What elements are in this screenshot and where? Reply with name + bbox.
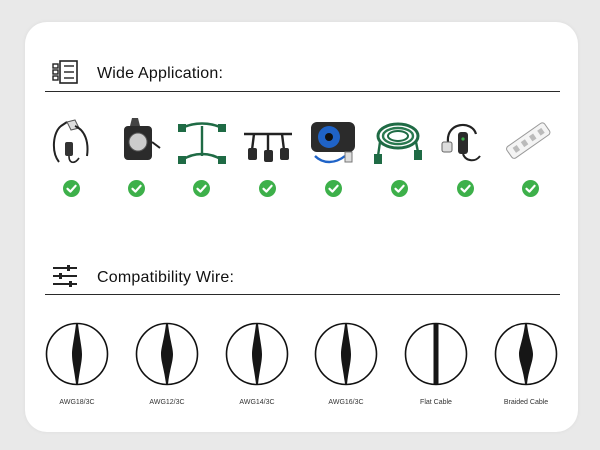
- wire-label: AWG18/3C: [59, 399, 95, 406]
- check-icon: [259, 180, 276, 197]
- check-icon: [522, 180, 539, 197]
- wire-braided-cable-image: [494, 322, 558, 386]
- wire-label: AWG14/3C: [239, 399, 275, 406]
- green-extension-cord-image: [374, 122, 422, 164]
- check-icon: [391, 180, 408, 197]
- outdoor-timer-image: [124, 118, 161, 160]
- check-icon: [63, 180, 80, 197]
- divider-wire: [45, 294, 560, 295]
- wire-label: Braided Cable: [503, 399, 549, 406]
- section-title-wire: Compatibility Wire:: [97, 269, 235, 286]
- checklist-icon: [52, 60, 78, 84]
- check-icon: [193, 180, 210, 197]
- check-icon: [128, 180, 145, 197]
- appliance-plug-image: [53, 119, 89, 164]
- sliders-icon: [53, 265, 77, 287]
- wire-label: Flat Cable: [420, 399, 452, 406]
- wire-awg18-image: [45, 322, 109, 386]
- cord-reel-image: [311, 122, 355, 164]
- check-icon: [325, 180, 342, 197]
- section-title-application: Wide Application:: [97, 65, 224, 82]
- wire-flat-cable-image: [404, 322, 468, 386]
- splitter-cord-image: [178, 122, 226, 164]
- wire-awg14-image: [225, 322, 289, 386]
- divider-application: [45, 91, 560, 92]
- ev-charger-image: [441, 124, 481, 162]
- check-icon: [457, 180, 474, 197]
- wire-label: AWG12/3C: [149, 399, 185, 406]
- content-card: [25, 22, 578, 432]
- wire-label: AWG16/3C: [328, 399, 364, 406]
- power-strip-image: [506, 122, 551, 159]
- wire-awg16-image: [314, 322, 378, 386]
- wire-awg12-image: [135, 322, 199, 386]
- multi-outlet-adapter-image: [244, 132, 292, 162]
